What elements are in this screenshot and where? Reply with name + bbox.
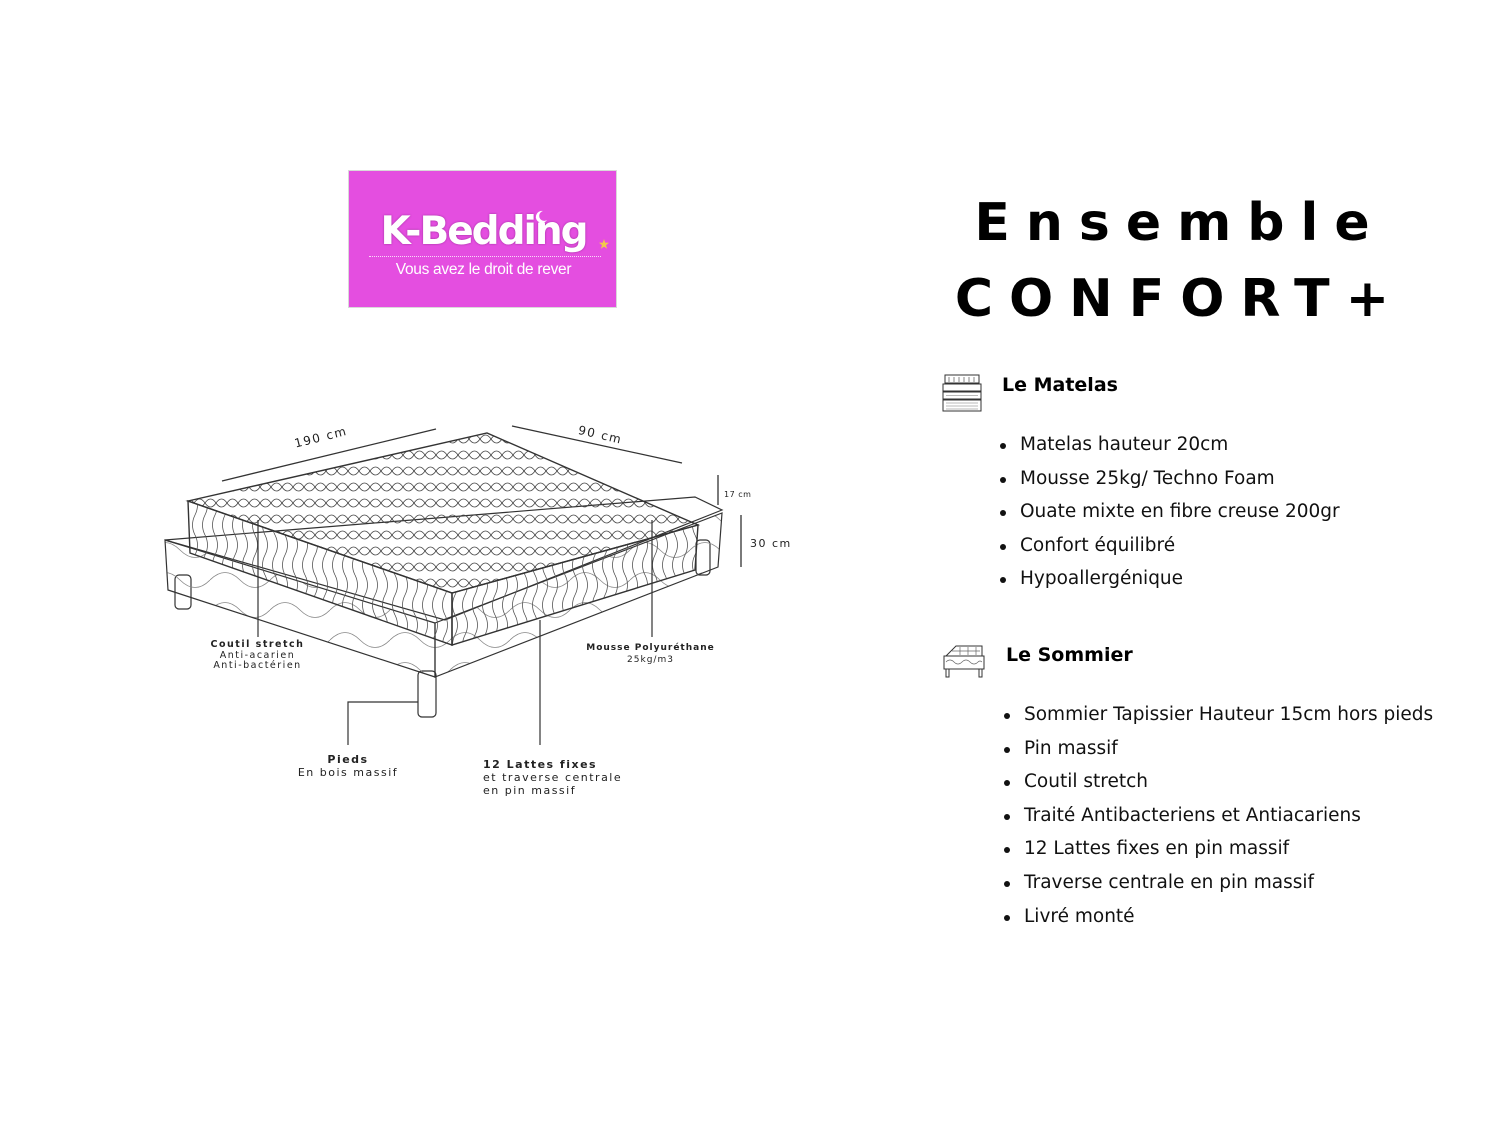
brand-logo: K-Bedding Vous avez le droit de rever (348, 170, 617, 308)
callout-pieds-line1: En bois massif (297, 766, 399, 779)
callout-mousse-line1: 25kg/m3 (627, 655, 674, 665)
callout-lattes-line2: en pin massif (483, 784, 577, 797)
callout-lattes-title: 12 Lattes fixes (483, 758, 598, 771)
callout-coutil-line1: Anti-acarien (219, 650, 296, 661)
logo-tagline: Vous avez le droit de rever (395, 261, 572, 278)
logo-divider (369, 256, 601, 257)
callout-coutil: Coutil stretch Anti-acarien Anti-bactéri… (205, 638, 310, 671)
callout-mousse: Mousse Polyuréthane 25kg/m3 (578, 642, 723, 665)
callout-coutil-title: Coutil stretch (210, 639, 305, 650)
section-sommier-heading: Le Sommier (1006, 644, 1133, 666)
list-item: Mousse 25kg/ Techno Foam (1000, 462, 1340, 496)
callout-lattes-line1: et traverse centrale (483, 771, 623, 784)
sommier-feature-list: Sommier Tapissier Hauteur 15cm hors pied… (1004, 698, 1433, 933)
logo-brand-name: K-Bedding (380, 209, 588, 254)
product-title: Ensemble CONFORT+ (930, 185, 1430, 337)
mattress-icon (942, 374, 982, 412)
section-sommier: Le Sommier Sommier Tapissier Hauteur 15c… (942, 642, 1482, 942)
moon-icon (535, 210, 547, 223)
dimension-mattress-height-label: 17 cm (724, 490, 752, 499)
section-matelas-heading: Le Matelas (1002, 374, 1118, 396)
product-title-line2: CONFORT+ (954, 269, 1406, 329)
mattress-side-face (451, 524, 699, 646)
callout-pieds-title: Pieds (327, 753, 369, 766)
callout-mousse-title: Mousse Polyuréthane (586, 643, 715, 653)
bed-set-illustration: 190 cm 90 cm 17 cm 30 cm Coutil stretch … (150, 415, 810, 815)
product-title-line1: Ensemble (974, 193, 1386, 253)
list-item: Pin massif (1004, 732, 1433, 766)
leg-front (417, 670, 437, 718)
list-item: Ouate mixte en fibre creuse 200gr (1000, 495, 1340, 529)
list-item: Hypoallergénique (1000, 562, 1340, 596)
list-item: Sommier Tapissier Hauteur 15cm hors pied… (1004, 698, 1433, 732)
bed-drawing (164, 425, 742, 745)
dim-line-width (511, 425, 683, 464)
callout-coutil-line2: Anti-bactérien (213, 660, 302, 671)
list-item: 12 Lattes fixes en pin massif (1004, 832, 1433, 866)
dimension-base-height-label: 30 cm (750, 537, 792, 550)
list-item: Matelas hauteur 20cm (1000, 428, 1340, 462)
dim-line-length (221, 428, 437, 482)
list-item: Traverse centrale en pin massif (1004, 866, 1433, 900)
star-icon (599, 239, 609, 249)
leader-pieds (347, 701, 418, 745)
callout-pieds: Pieds En bois massif (278, 753, 418, 779)
list-item: Livré monté (1004, 900, 1433, 934)
list-item: Confort équilibré (1000, 529, 1340, 563)
callout-lattes: 12 Lattes fixes et traverse centrale en … (483, 758, 622, 797)
section-matelas: Le Matelas Matelas hauteur 20cm Mousse 2… (942, 372, 1462, 612)
bed-base-icon (943, 645, 985, 678)
list-item: Traité Antibacteriens et Antiacariens (1004, 799, 1433, 833)
matelas-feature-list: Matelas hauteur 20cm Mousse 25kg/ Techno… (1000, 428, 1340, 596)
list-item: Coutil stretch (1004, 765, 1433, 799)
